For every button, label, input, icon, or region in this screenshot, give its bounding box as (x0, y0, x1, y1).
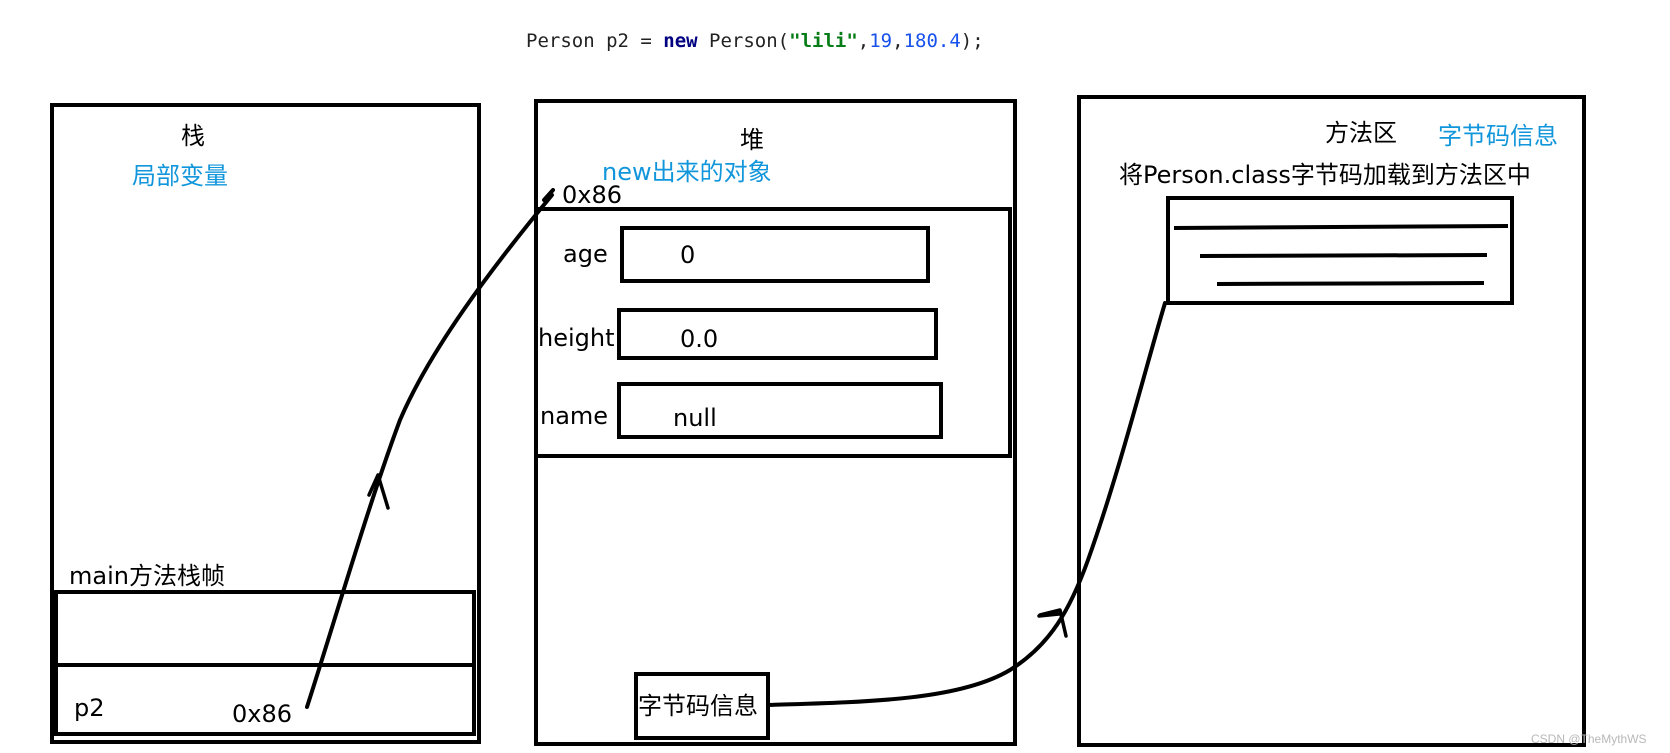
person-object-box (534, 207, 1012, 458)
heap-subtitle: new出来的对象 (602, 158, 772, 186)
reference-arrow-tip (542, 188, 555, 202)
stack-frame-label: main方法栈帧 (69, 562, 225, 590)
code-sep-2: , (892, 30, 904, 52)
code-suffix: ); (960, 30, 984, 52)
code-sep-1: , (857, 30, 870, 52)
age-value-box (620, 226, 930, 283)
heap-title: 堆 (740, 126, 764, 154)
bytecode-arrow-curve (766, 301, 1167, 707)
code-number-height: 180.4 (903, 30, 961, 52)
code-prefix: Person p2 = (526, 30, 664, 52)
height-value-box (617, 308, 938, 360)
code-keyword-new: new (663, 30, 698, 52)
field-value-height: 0.0 (680, 325, 719, 353)
watermark: CSDN @TheMythWS (1531, 732, 1647, 746)
code-statement: Person p2 = new Person("lili",19,180.4); (526, 32, 984, 51)
code-number-age: 19 (869, 30, 893, 52)
reference-arrowhead (367, 473, 390, 510)
method-area-title: 方法区 (1325, 119, 1397, 147)
stack-var-value: 0x86 (232, 700, 293, 728)
method-area-description: 将Person.class字节码加载到方法区中 (1119, 161, 1531, 189)
field-name-age: age (563, 240, 608, 268)
bytecode-arrowhead (1037, 608, 1068, 638)
stack-var-name: p2 (74, 694, 105, 722)
heap-object-address: 0x86 (562, 181, 623, 209)
field-value-age: 0 (680, 241, 696, 269)
method-area-box (1077, 95, 1586, 747)
reference-arrow-curve (305, 193, 554, 709)
stack-subtitle: 局部变量 (132, 162, 228, 190)
field-name-name: name (540, 402, 609, 430)
code-call: Person( (697, 30, 790, 52)
stack-box (50, 103, 481, 744)
field-value-name: null (673, 404, 717, 432)
field-name-height: height (538, 324, 615, 352)
method-area-subtitle: 字节码信息 (1438, 122, 1558, 150)
class-bytecode-box (1166, 196, 1514, 305)
code-string-arg: "lili" (789, 30, 858, 52)
stack-title: 栈 (181, 122, 205, 150)
bytecode-line-3 (1216, 281, 1485, 286)
bytecode-line-2 (1199, 253, 1488, 258)
bytecode-line-1 (1173, 224, 1509, 230)
heap-bytecode-label: 字节码信息 (638, 692, 758, 720)
name-value-box (617, 382, 943, 439)
